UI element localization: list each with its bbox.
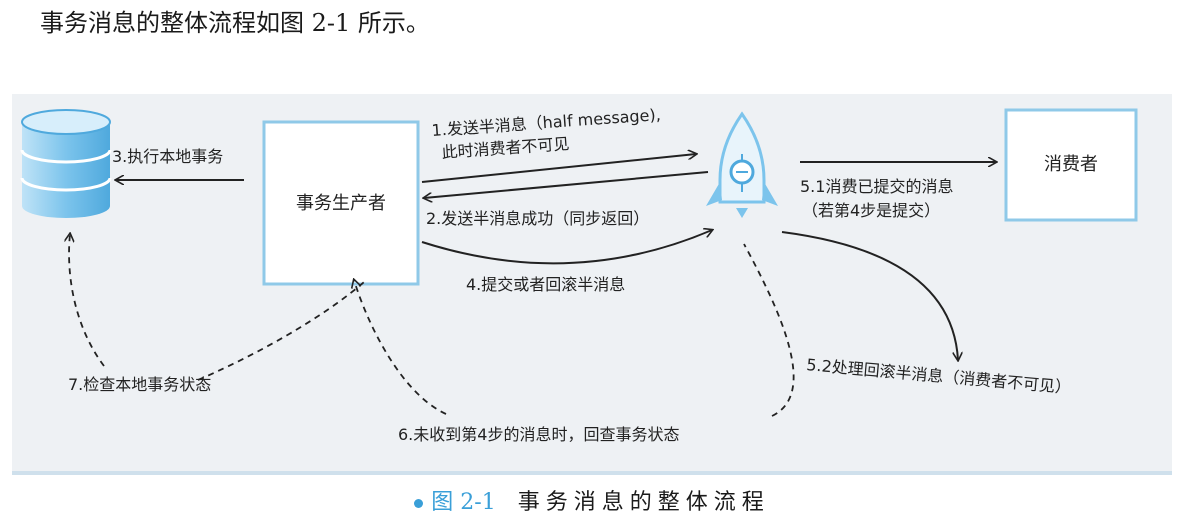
arrow-step4 [421,230,712,265]
producer-label: 事务生产者 [296,193,386,214]
arrow-step7-out [197,281,365,381]
label-step5-1-line1: 5.1消费已提交的消息 [800,177,953,196]
label-step1-line2: 此时消费者不可见 [441,134,570,162]
label-step5-1-line2: （若第4步是提交） [802,201,940,220]
arrow-step2 [424,171,709,198]
rocket-broker-icon [706,111,778,218]
label-step5-2: 5.2处理回滚半消息（消费者不可见） [806,355,1072,397]
label-step2: 2.发送半消息成功（同步返回） [426,209,649,228]
arrow-step1 [421,154,696,183]
database-icon [20,109,112,218]
label-step3: 3.执行本地事务 [112,147,223,166]
intro-text: 事务消息的整体流程如图 2-1 所示。 [40,9,430,37]
arrow-step5-2 [781,231,958,360]
arrow-step6-return [354,280,447,415]
label-step7: 7.检查本地事务状态 [68,375,211,394]
label-step4: 4.提交或者回滚半消息 [466,275,625,294]
arrow-step6-curve [743,243,795,417]
flow-diagram: 事务生产者 消费者 3.执行本地事务 1.发送半消息（half messa [20,105,1138,444]
producer-box [262,120,420,286]
figure-title: 事务消息的整体流程 [517,490,770,515]
consumer-label: 消费者 [1044,154,1098,175]
figure-number: 图 2-1 [431,490,496,515]
bullet-dot [414,498,424,508]
consumer-box [1004,108,1138,222]
label-step6: 6.未收到第4步的消息时，回查事务状态 [398,425,679,444]
figure-caption: 图 2-1 事务消息的整体流程 [0,486,1184,520]
diagram-panel: 事务生产者 消费者 3.执行本地事务 1.发送半消息（half messa [12,94,1172,475]
arrow-step7-check [69,234,105,367]
